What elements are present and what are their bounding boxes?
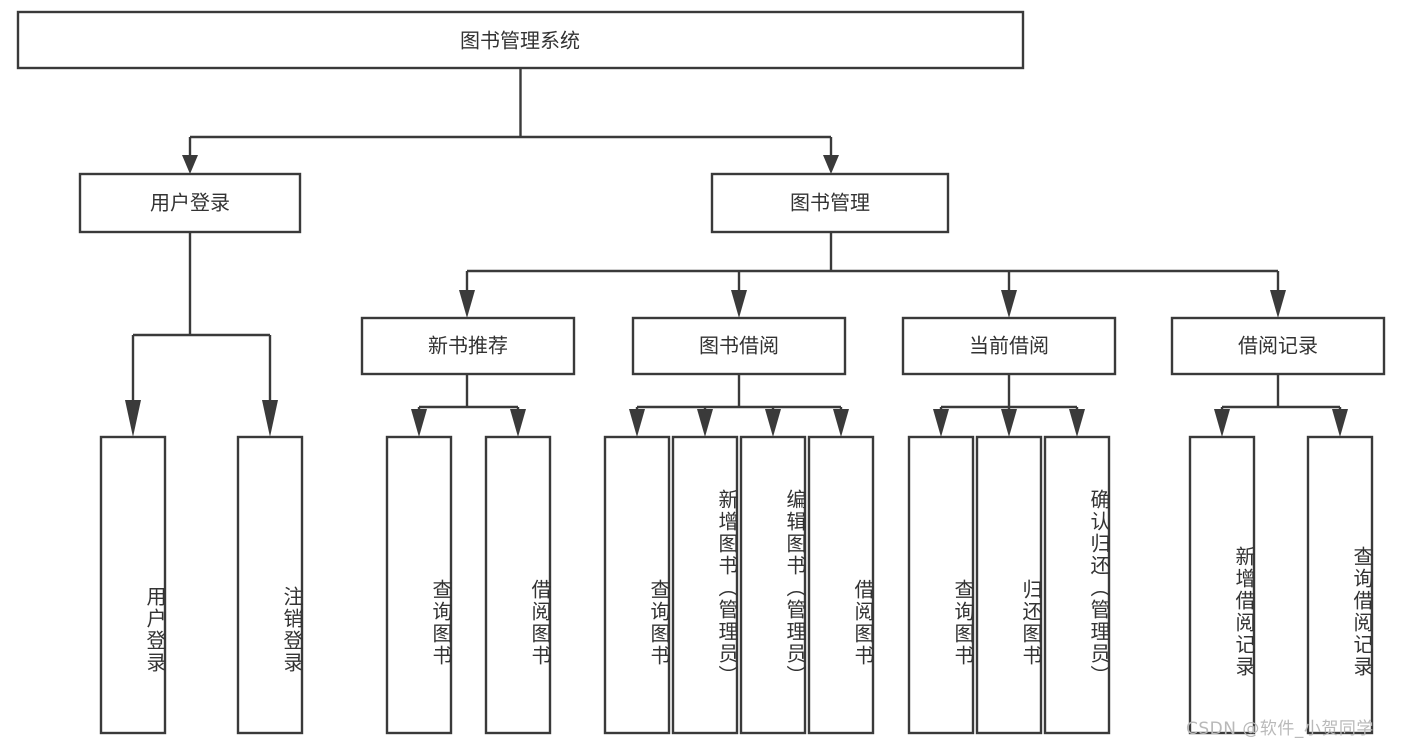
- node-leaf-nbr-0[interactable]: [385, 435, 453, 735]
- node-book-manage-label: 图书管理: [790, 191, 870, 215]
- node-new-book-recommend[interactable]: [360, 316, 576, 376]
- arrow-head-leaf-cb-2: [1069, 409, 1085, 437]
- node-leaf-br-0[interactable]: [1188, 435, 1256, 735]
- arrow-head-leaf-user-login-1: [262, 400, 278, 437]
- arrow-head-leaf-nbr-0: [411, 409, 427, 437]
- node-book-borrow[interactable]: [631, 316, 847, 376]
- arrow-head-user-login: [182, 155, 198, 174]
- node-borrow-record[interactable]: [1170, 316, 1386, 376]
- node-leaf-cb-2[interactable]: [1043, 435, 1111, 735]
- arrow-head-leaf-cb-0: [933, 409, 949, 437]
- connector-group-user-login: [125, 232, 278, 437]
- arrow-head-leaf-bb-2: [765, 409, 781, 437]
- arrow-head-book-borrow: [731, 290, 747, 318]
- connector-group-borrow-record: [1214, 374, 1348, 437]
- connector-group-new-book-recommend: [411, 374, 526, 437]
- node-leaf-user-login-1[interactable]: [236, 435, 304, 735]
- arrow-head-borrow-record: [1270, 290, 1286, 318]
- node-borrow-record-label: 借阅记录: [1238, 334, 1318, 358]
- arrow-head-new-book-recommend: [459, 290, 475, 318]
- arrow-head-leaf-bb-1: [697, 409, 713, 437]
- arrow-head-book-manage: [823, 155, 839, 174]
- node-leaf-bb-2[interactable]: [739, 435, 807, 735]
- node-book-borrow-label: 图书借阅: [699, 334, 779, 358]
- connector-group-current-borrow: [933, 374, 1085, 437]
- connector-group-book-borrow: [629, 374, 849, 437]
- arrow-head-leaf-cb-1: [1001, 409, 1017, 437]
- arrow-head-leaf-bb-0: [629, 409, 645, 437]
- watermark-label: CSDN @软件_小贺同学: [1186, 719, 1374, 739]
- arrow-head-leaf-nbr-1: [510, 409, 526, 437]
- node-leaf-cb-1[interactable]: [975, 435, 1043, 735]
- node-current-borrow-label: 当前借阅: [969, 334, 1049, 358]
- arrow-head-leaf-bb-3: [833, 409, 849, 437]
- connector-group-root: [182, 68, 839, 174]
- arrow-head-leaf-user-login-0: [125, 400, 141, 437]
- node-leaf-cb-0[interactable]: [907, 435, 975, 735]
- node-leaf-nbr-1[interactable]: [484, 435, 552, 735]
- node-book-manage[interactable]: [710, 172, 950, 234]
- node-leaf-bb-0[interactable]: [603, 435, 671, 735]
- arrow-head-current-borrow: [1001, 290, 1017, 318]
- node-root[interactable]: [16, 10, 1025, 70]
- node-leaf-user-login-0[interactable]: [99, 435, 167, 735]
- node-leaf-bb-1[interactable]: [671, 435, 739, 735]
- arrow-head-leaf-br-1: [1332, 409, 1348, 437]
- node-leaf-bb-3[interactable]: [807, 435, 875, 735]
- node-user-login-label: 用户登录: [150, 191, 230, 215]
- node-user-login[interactable]: [78, 172, 302, 234]
- arrow-head-leaf-br-0: [1214, 409, 1230, 437]
- node-leaf-br-1[interactable]: [1306, 435, 1374, 735]
- connector-group-book-manage: [459, 232, 1286, 318]
- node-root-label: 图书管理系统: [460, 29, 580, 53]
- node-new-book-recommend-label: 新书推荐: [428, 334, 508, 358]
- node-current-borrow[interactable]: [901, 316, 1117, 376]
